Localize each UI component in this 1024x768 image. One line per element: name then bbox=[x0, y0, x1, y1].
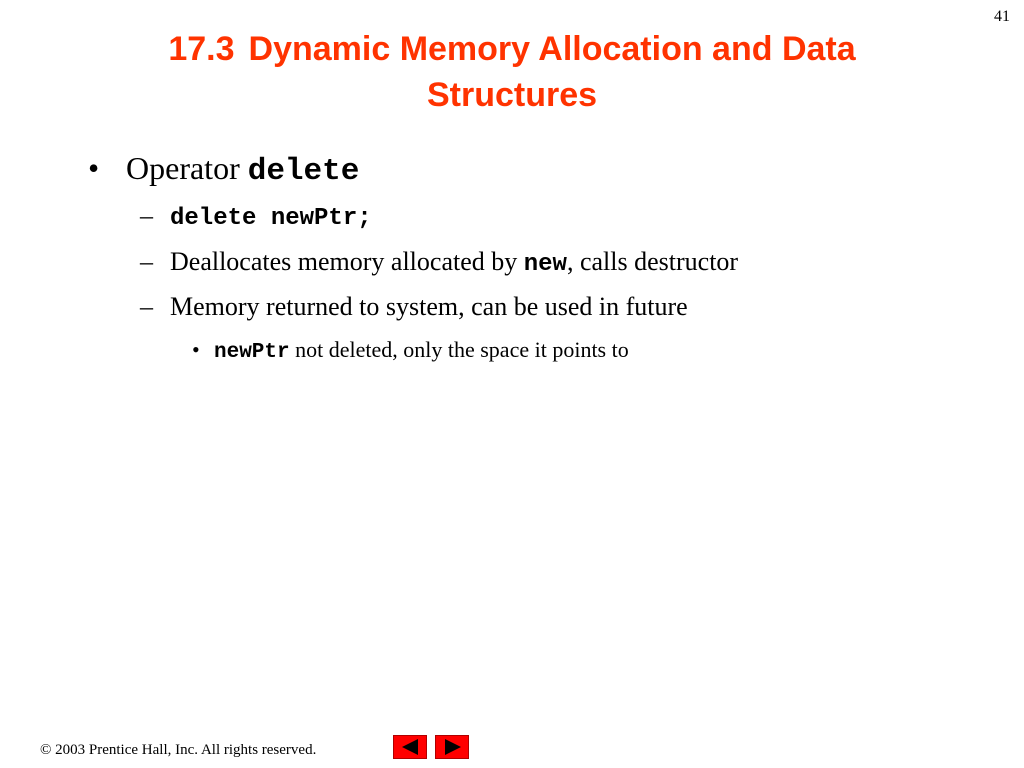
bullet-marker: • bbox=[88, 150, 100, 186]
left-arrow-icon bbox=[402, 739, 418, 755]
sub-bullet-text-after: , calls destructor bbox=[566, 247, 739, 276]
slide-title: 17.3 Dynamic Memory Allocation and Data S… bbox=[0, 26, 1024, 118]
copyright-footer: © 2003 Prentice Hall, Inc. All rights re… bbox=[40, 742, 317, 758]
sub-bullet-memory-returned: –Memory returned to system, can be used … bbox=[140, 289, 688, 325]
slide-title-line-1: 17.3 Dynamic Memory Allocation and Data bbox=[0, 26, 1024, 72]
sub-sub-bullet-newptr: • newPtr not deleted, only the space it p… bbox=[192, 335, 629, 368]
code-new: new bbox=[523, 251, 567, 278]
bullet-text: Operator bbox=[126, 150, 248, 186]
bullet-marker-small: • bbox=[192, 337, 200, 362]
right-arrow-icon bbox=[445, 739, 461, 755]
previous-slide-button[interactable] bbox=[393, 735, 427, 759]
section-number: 17.3 bbox=[168, 30, 235, 68]
code-delete: delete bbox=[247, 154, 360, 189]
sub-sub-bullet-text: not deleted, only the space it points to bbox=[289, 337, 629, 362]
code-delete-newptr: delete newPtr; bbox=[170, 205, 372, 232]
dash-marker: – bbox=[140, 292, 153, 321]
sub-bullet-deallocates: –Deallocates memory allocated by new, ca… bbox=[140, 244, 738, 283]
dash-marker: – bbox=[140, 201, 153, 230]
title-text-line-1: Dynamic Memory Allocation and Data bbox=[248, 30, 856, 68]
title-text-line-2: Structures bbox=[426, 76, 598, 114]
page-number: 41 bbox=[994, 8, 1010, 25]
bullet-operator-delete: • Operator delete bbox=[88, 146, 359, 194]
sub-bullet-text: Memory returned to system, can be used i… bbox=[170, 292, 688, 321]
sub-bullet-text-before: Deallocates memory allocated by bbox=[170, 247, 524, 276]
next-slide-button[interactable] bbox=[435, 735, 469, 759]
sub-bullet-code-example: –delete newPtr; bbox=[140, 198, 372, 237]
dash-marker: – bbox=[140, 247, 153, 276]
code-newptr: newPtr bbox=[214, 341, 290, 364]
